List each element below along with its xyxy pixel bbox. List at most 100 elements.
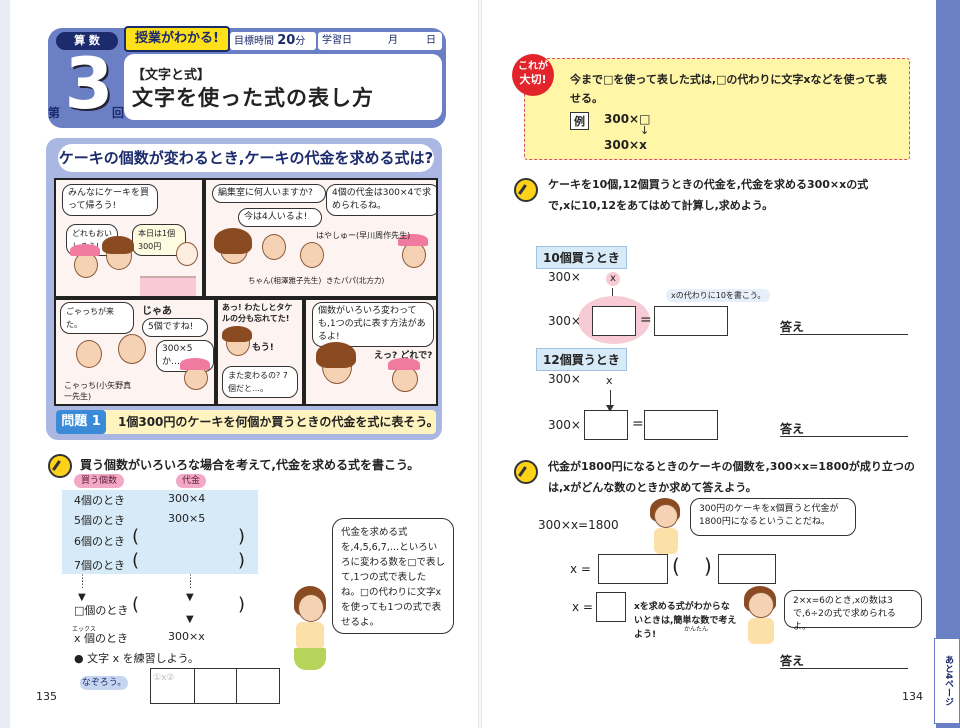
answer-box-x[interactable] [596, 592, 626, 622]
comic-frame-4: あっ! わたしとタケルの分も忘れてた! もう! また変わるの? 7個だと…。 [216, 298, 304, 406]
answer-box-x10[interactable] [592, 306, 636, 336]
kid-face [392, 366, 418, 392]
title-panel [124, 54, 442, 120]
subject-tag: 算 数 [56, 32, 118, 50]
man-face [262, 234, 286, 260]
row-label: □個のとき [74, 604, 129, 617]
trace-tag: なぞろう。 [80, 676, 128, 690]
goal-label: 目標時間 [234, 36, 274, 47]
question-3-text: 代金が1800円になるときのケーキの個数を,300×x=1800が成り立つのは,… [548, 460, 915, 494]
answer-label: 答え [780, 654, 805, 668]
speech-bubble: 個数がいろいろ変わっても,1つの式に表す方法があるよ! [312, 302, 434, 347]
blank-open: ( [132, 526, 140, 547]
comic-frame-1: みんなにケーキを買って帰ろう! どれもおいしそう! 本日は1個300円 [54, 178, 204, 298]
important-badge: これが 大切! [512, 54, 554, 96]
child-face [74, 252, 98, 278]
example-line-1: 300×□ [604, 112, 651, 126]
paren-close: ) [704, 554, 712, 578]
important-note [524, 58, 910, 160]
cap-icon [398, 234, 428, 246]
comic-frame-5: 個数がいろいろ変わっても,1つの式に表す方法があるよ! えっ? どれで? [304, 298, 438, 406]
practice-cell[interactable] [194, 668, 238, 704]
hint-bubble: 2×x=6のとき,xの数は3で,6÷2の式で求められるよ。 [784, 590, 922, 632]
answer-box-x12[interactable] [584, 410, 628, 440]
left-page-edge [0, 0, 10, 728]
page-gutter [478, 0, 482, 728]
expr-prefix: 300× [548, 314, 581, 328]
answer-field[interactable] [144, 552, 236, 572]
answer-box-formula[interactable] [598, 554, 668, 584]
goal-time: 目標時間 20分 [230, 32, 316, 50]
man-face [118, 334, 146, 364]
instruction-text: 買う個数がいろいろな場合を考えて,代金を求める式を書こう。 [80, 458, 420, 472]
woman-hair [214, 228, 252, 254]
answer-box-result10[interactable] [654, 306, 728, 336]
blank-close: ) [238, 550, 246, 571]
trace-cell[interactable]: ①x② [150, 668, 196, 704]
character-name: はやしゅー(早川周作先生) [316, 231, 411, 240]
answer-line[interactable] [780, 436, 908, 437]
answer-box-result[interactable] [718, 554, 776, 584]
manga-question: ケーキの個数が変わるとき,ケーキの代金を求める式は? [58, 144, 434, 172]
blank-open: ( [132, 550, 140, 571]
arrow-down-icon: ▼ [186, 614, 194, 625]
speech-text: あっ! わたしとタケルの分も忘れてた! [222, 303, 293, 323]
dots-icon: ⋮⋮ [186, 574, 195, 590]
answer-line[interactable] [780, 668, 908, 669]
man-face [300, 242, 324, 268]
x-equals: x = [570, 562, 591, 576]
blank-close: ) [238, 594, 246, 615]
lesson-badge: 授業がわかる! [124, 26, 230, 52]
problem-text: 1個300円のケーキを何個か買うときの代金を式に表そう。 [118, 415, 439, 429]
column-header-count: 買う個数 [74, 474, 124, 488]
speech-text: じゃあ [142, 306, 172, 317]
problem-bar [56, 410, 436, 434]
column-header-price: 代金 [176, 474, 206, 488]
cap-icon [388, 358, 420, 370]
goal-value: 20 [277, 33, 296, 48]
speech-bubble: ごゃっちが来た。 [60, 302, 134, 334]
x-ruby: エックス [72, 626, 96, 633]
answer-field[interactable] [144, 528, 236, 548]
character-name: きたパパ(北方力) [326, 276, 385, 285]
equals-sign: = [632, 416, 644, 432]
arrow-down-icon: ▼ [186, 592, 194, 603]
arrow-down-icon [606, 390, 614, 412]
expr-template: 300× [548, 270, 581, 284]
case-10-heading: 10個買うとき [536, 246, 627, 269]
speech-bubble: 今は4人いるよ! [238, 208, 322, 227]
woman-hair [222, 326, 252, 342]
comic-frame-3: ごゃっちが来た。 じゃあ 5個ですね! 300×5か… こゃっち(小矢野真一先生… [54, 298, 216, 406]
main-equation: 300×x=1800 [538, 518, 619, 532]
row-expression: 300×x [168, 630, 205, 643]
x-marker: x [606, 374, 613, 387]
hint-10: xの代わりに10を書こう。 [666, 289, 771, 302]
badge-top: これが [518, 61, 548, 72]
practice-cell[interactable] [236, 668, 280, 704]
man-face [76, 340, 102, 368]
question-2-text: ケーキを10個,12個買うときの代金を,代金を求める300×xの式で,xに10,… [548, 178, 869, 212]
speech-bubble: 4個の代金は300×4で求められるね。 [326, 184, 436, 216]
page-number-left: 135 [36, 690, 57, 703]
comic-frame-2: 編集室に何人いますか? 今は4人いるよ! 4個の代金は300×4で求められるね。… [204, 178, 438, 298]
girl-hair [102, 236, 134, 254]
answer-line[interactable] [780, 334, 908, 335]
row-label: 4個のとき [74, 494, 125, 507]
character-name: ちゃん(相澤雅子先生) [248, 276, 322, 285]
woman-hair [316, 342, 356, 368]
answer-field[interactable] [144, 596, 236, 616]
hint-bubble: 300円のケーキをx個買うと代金が1800円になるということだね。 [690, 498, 856, 536]
section-label: 【文字と式】 [132, 68, 211, 83]
badge-bottom: 大切! [519, 73, 547, 86]
speech-bubble: また変わるの? 7個だと…。 [222, 366, 298, 398]
row-label: 6個のとき [74, 535, 125, 548]
answer-box-result12[interactable] [644, 410, 718, 440]
row-label: 5個のとき [74, 514, 125, 527]
answer-label: 答え [780, 320, 805, 334]
row-expression: 300×5 [168, 512, 206, 525]
x-marker: x [606, 272, 620, 286]
example-tag: 例 [570, 112, 589, 130]
date-month: 月 [388, 35, 398, 46]
lesson-suffix: 回 [112, 106, 125, 120]
